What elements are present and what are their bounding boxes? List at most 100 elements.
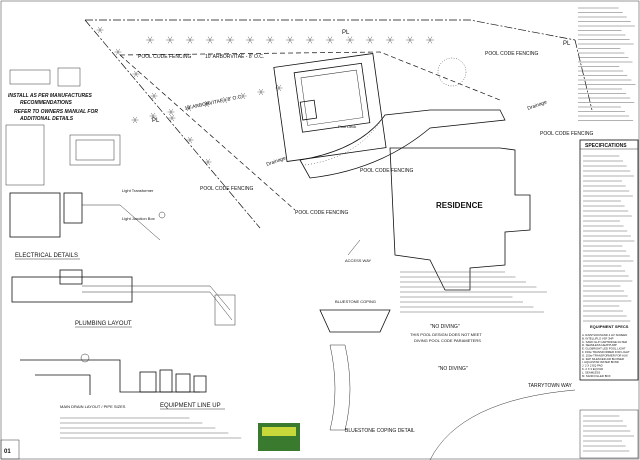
equipment-list-item: K. 2 X 3 EQ PAD bbox=[582, 367, 603, 371]
walkway-pavers bbox=[304, 121, 381, 166]
equipment-line-up-title: EQUIPMENT LINE UP bbox=[160, 403, 221, 409]
residence-label: RESIDENCE bbox=[436, 201, 483, 210]
equipment-list-item: L. SEAMLESS bbox=[582, 370, 600, 374]
equipment-pad-inner bbox=[75, 139, 115, 161]
electrical-subpanel-box bbox=[63, 192, 83, 224]
pool-design-note-1: THIS POOL DESIGN DOES NOT MEET bbox=[410, 332, 482, 337]
arborvitae-symbol bbox=[277, 84, 281, 92]
title-block-lines bbox=[583, 415, 634, 452]
equipment-list-item: D. SEAMLESS HEATPUMP bbox=[582, 343, 617, 347]
general-notes-paragraph bbox=[60, 417, 242, 439]
pool-notes-block bbox=[400, 271, 547, 313]
equipment-list-item: M. SAND FILLED BOX bbox=[582, 374, 611, 378]
equipment-list-item: C. SAND GLP CARTRIDGE FILTER bbox=[582, 340, 627, 344]
arborvitae-symbol bbox=[151, 112, 155, 120]
fence-label-1: POOL CODE FENCING bbox=[138, 54, 192, 60]
arborvitae-symbol bbox=[387, 36, 393, 44]
title-block bbox=[579, 409, 639, 459]
contractor-badge-banner bbox=[262, 427, 296, 436]
drainage-label-2: Drainage bbox=[527, 99, 548, 112]
main-drain-pipe-1 bbox=[20, 359, 200, 393]
arborvitae-symbol bbox=[259, 88, 263, 96]
install-note-2: RECOMMENDATIONS bbox=[20, 100, 73, 106]
refer-note-1: REFER TO OWNERS MANUAL FOR bbox=[14, 109, 98, 115]
pl-marker-top: PL bbox=[342, 30, 350, 36]
street-curb bbox=[429, 389, 576, 460]
equipment-heater bbox=[175, 373, 191, 393]
equipment-list-item: G. 150w TRANSFORMER FOR AUX bbox=[582, 353, 628, 357]
pl-marker-right: PL bbox=[563, 41, 571, 47]
arborvitae-symbol bbox=[134, 70, 138, 78]
equipment-pad-sketch bbox=[69, 134, 121, 166]
equipment-list-item: B. INTELLIFLO VSF 3HP bbox=[582, 336, 614, 340]
main-drain-symbol bbox=[80, 353, 90, 363]
coping-stone bbox=[319, 309, 391, 333]
equipment-sketch-1 bbox=[9, 69, 51, 85]
arborvitae-label-top: 10' ARBORVITAE - 8' O.C. bbox=[205, 54, 264, 60]
plumbing-line-1 bbox=[82, 285, 231, 311]
equipment-specs-title: EQUIPMENT SPECS bbox=[590, 324, 629, 329]
specifications-rows bbox=[583, 155, 635, 322]
pl-marker-left: PL bbox=[152, 118, 160, 124]
pool-wall-section bbox=[329, 344, 351, 431]
access-way-label: ACCESS WAY bbox=[345, 258, 372, 263]
equipment-sketch-2 bbox=[57, 67, 81, 87]
light-junction-label: Light Junction Box bbox=[122, 216, 155, 221]
arborvitae-symbol bbox=[188, 136, 192, 144]
arborvitae-symbol bbox=[367, 36, 373, 44]
right-notes-column bbox=[578, 7, 636, 121]
no-diving-label-2: "NO DIVING" bbox=[438, 366, 468, 372]
bluestone-coping-label: BLUESTONE COPING bbox=[335, 299, 376, 304]
arborvitae-symbol bbox=[241, 92, 245, 100]
residence-footprint bbox=[389, 147, 531, 291]
equipment-list-item: J. 2 X 2 EQ PAD bbox=[582, 364, 603, 368]
electrical-conduit bbox=[82, 204, 161, 241]
arborvitae-symbol bbox=[287, 36, 293, 44]
electrical-panel-schedule bbox=[5, 124, 45, 186]
arborvitae-symbol bbox=[223, 96, 227, 104]
plumbing-equipment bbox=[214, 294, 236, 326]
arborvitae-symbol bbox=[427, 36, 433, 44]
spa-outline bbox=[299, 99, 318, 121]
bluestone-coping-detail-title: BLUESTONE COPING DETAIL bbox=[345, 428, 415, 434]
property-line-top bbox=[85, 19, 576, 41]
arborvitae-symbol bbox=[147, 36, 153, 44]
arborvitae-symbol bbox=[307, 36, 313, 44]
plumbing-skimmer bbox=[59, 269, 83, 285]
arborvitae-label-mid: 10' ARBORVITAE - 8' O.C. bbox=[184, 94, 243, 112]
pool-inner bbox=[300, 69, 364, 126]
no-diving-label: "NO DIVING" bbox=[430, 324, 460, 330]
arborvitae-symbol bbox=[205, 100, 209, 108]
arborvitae-symbol bbox=[206, 158, 210, 166]
fence-label-5: POOL CODE FENCING bbox=[295, 210, 349, 216]
equipment-list-item: E. GLOBRIGHT LED POOL LIGHT bbox=[582, 347, 626, 351]
street-label: TARRYTOWN WAY bbox=[528, 383, 573, 389]
arborvitae-symbol bbox=[98, 26, 102, 34]
pool-outline bbox=[293, 62, 371, 133]
specifications-header bbox=[579, 139, 639, 150]
arborvitae-row-diagonal bbox=[96, 26, 212, 166]
install-note-1: INSTALL AS PER MANUFACTURES bbox=[8, 93, 92, 99]
pool-deck-outline bbox=[273, 53, 387, 162]
access-way-leader bbox=[347, 239, 361, 256]
arborvitae-symbol bbox=[169, 108, 173, 116]
pool-fence-top bbox=[119, 51, 501, 101]
arborvitae-symbol bbox=[227, 36, 233, 44]
main-drain-pipe-2 bbox=[35, 374, 91, 395]
equipment-blower bbox=[193, 375, 207, 393]
property-line-right bbox=[574, 39, 593, 111]
fence-label-2: POOL CODE FENCING bbox=[485, 51, 539, 57]
equipment-filter bbox=[159, 369, 173, 393]
equipment-list-item: A. RAINTHOUSAND 4 HV SCREEN bbox=[582, 333, 627, 337]
main-drain-title: MAIN DRAIN LAYOUT / PIPE SIZES bbox=[60, 404, 126, 409]
sheet-number-box bbox=[0, 439, 20, 460]
arborvitae-symbol bbox=[207, 36, 213, 44]
arborvitae-row-mid bbox=[131, 84, 283, 124]
patio-walkway bbox=[299, 109, 506, 179]
arborvitae-row-top bbox=[146, 36, 434, 44]
arborvitae-symbol bbox=[407, 36, 413, 44]
junction-box-symbol bbox=[158, 211, 166, 219]
arborvitae-symbol bbox=[133, 116, 137, 124]
